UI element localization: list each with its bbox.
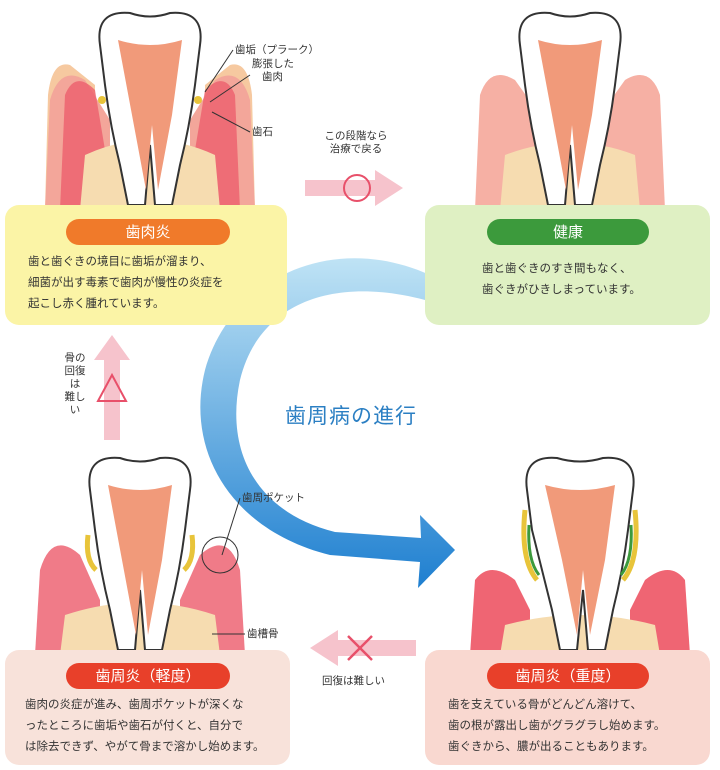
- label-swollen-gum: 膨張した 歯肉: [252, 58, 294, 83]
- label-plaque: 歯垢（プラーク）: [235, 44, 319, 56]
- severe-periodontitis-tooth-illustration: [470, 456, 690, 655]
- arc-band: [200, 258, 455, 588]
- stage-desc-mild: 歯肉の炎症が進み、歯周ポケットが深くな ったところに歯垢や歯石が付くと、自分で …: [25, 697, 265, 753]
- stage-desc-gingivitis: 歯と歯ぐきの境目に歯垢が溜まり、 細菌が出す毒素で歯肉が慢性の炎症を 起こし赤く…: [28, 254, 224, 310]
- recovery-text: 回復は難しい: [322, 675, 385, 687]
- healthy-tooth-illustration: [475, 11, 665, 210]
- recovery-arrow: [310, 630, 416, 666]
- gingivitis-tooth-illustration: [45, 11, 255, 210]
- stage-title-healthy: 健康: [487, 219, 649, 245]
- treatable-text: この段階なら 治療で戻る: [324, 130, 388, 155]
- label-alveolar-bone: 歯槽骨: [247, 628, 279, 640]
- circle-mark-icon: [343, 174, 371, 202]
- stage-title-mild: 歯周炎（軽度）: [66, 663, 230, 689]
- treatable-arrow: [305, 170, 403, 206]
- label-periodontal-pocket: 歯周ポケット: [242, 492, 305, 504]
- mild-periodontitis-tooth-illustration: [35, 456, 245, 655]
- cross-mark-icon: [347, 635, 373, 661]
- page-title: 歯周病の進行: [285, 404, 417, 428]
- bone-recovery-arrow: [94, 335, 130, 440]
- stage-title-gingivitis: 歯肉炎: [66, 219, 230, 245]
- bone-recovery-text: 骨の 回復は 難しい: [64, 352, 86, 416]
- stage-desc-severe: 歯を支えている骨がどんどん溶けて、 歯の根が露出し歯がグラグラし始めます。 歯ぐ…: [448, 697, 666, 753]
- triangle-mark-icon: [96, 372, 128, 402]
- stage-desc-healthy: 歯と歯ぐきのすき間もなく、 歯ぐきがひきしまっています。: [482, 261, 641, 296]
- label-tartar: 歯石: [252, 126, 273, 138]
- stage-title-severe: 歯周炎（重度）: [487, 663, 649, 689]
